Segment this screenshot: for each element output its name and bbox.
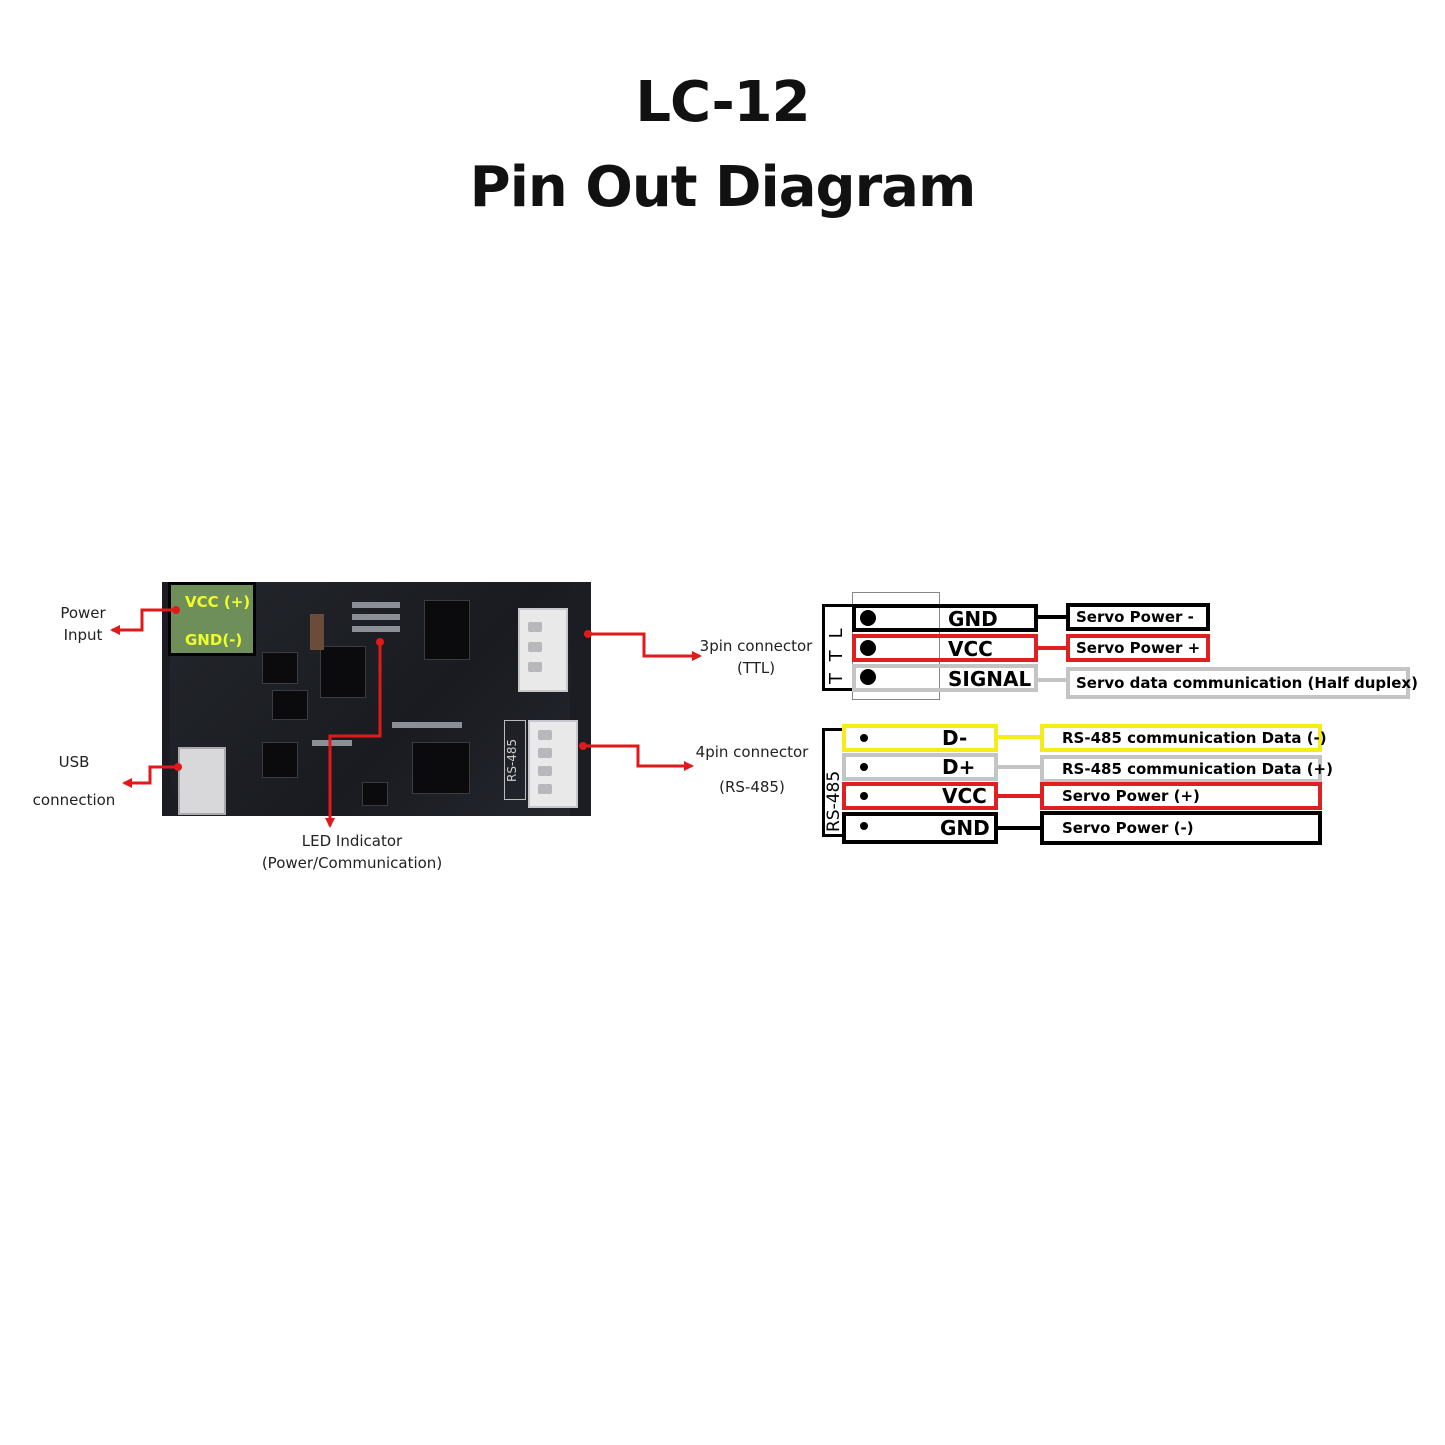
rs485-desc-vcc: Servo Power (+) (1040, 782, 1322, 810)
header-pins (312, 740, 352, 746)
ttl-arrow (588, 632, 702, 661)
small-chip (362, 782, 388, 806)
regulator (262, 652, 298, 684)
usb-arrow (122, 765, 178, 788)
rs485-arrow (583, 744, 694, 771)
pcb-board-photo: VCC (+) GND(-) RS-485 (162, 582, 591, 816)
led-arrow (325, 642, 382, 828)
led-indicator-label-line1: LED Indicator (301, 832, 403, 850)
led-indicator-label-line2: (Power/Communication) (261, 854, 443, 872)
ttl-desc-signal: Servo data communication (Half duplex) (1066, 667, 1418, 699)
pin4-connector-label-line1: 4pin connector (695, 743, 809, 761)
crystal (262, 742, 298, 778)
power-input-label: Power Input (52, 602, 114, 646)
usb-label-line2: connection (32, 791, 116, 809)
ttl-connector (518, 608, 568, 692)
pin3-connector-label: 3pin connector (TTL) (696, 635, 816, 679)
led-pads-3 (352, 626, 400, 632)
component-pad (310, 614, 324, 650)
title-line-2: Pin Out Diagram (469, 155, 977, 220)
resistor-array (392, 722, 462, 728)
ic-chip (424, 600, 470, 660)
usb-port (178, 747, 226, 815)
ic-chip-2 (412, 742, 470, 794)
title-line-1: LC-12 (635, 70, 810, 135)
led-pads-2 (352, 614, 400, 620)
led-indicator-label: LED Indicator (Power/Communication) (252, 830, 452, 874)
vcc-terminal-label: VCC (+) (185, 593, 251, 611)
rs485-desc-gnd: Servo Power (-) (1040, 811, 1322, 845)
gnd-terminal-label: GND(-) (185, 631, 243, 649)
led-pads-1 (352, 602, 400, 608)
rs485-connector (528, 720, 578, 808)
ttl-desc-vcc: Servo Power + (1066, 634, 1210, 662)
pin3-connector-label-line1: 3pin connector (699, 637, 813, 655)
power-input-label-line1: Power (60, 604, 106, 622)
usb-label-line1: USB (58, 753, 90, 771)
inductor (320, 646, 366, 698)
rs485-desc-dminus: RS-485 communication Data (-) (1040, 724, 1327, 752)
pin4-connector-label-line2: (RS-485) (719, 778, 785, 796)
power-input-arrow (110, 608, 176, 635)
power-terminal: VCC (+) GND(-) (168, 582, 256, 656)
rs485-pin-gnd: GND (842, 812, 998, 844)
ttl-desc-gnd: Servo Power - (1066, 603, 1210, 631)
capacitor (272, 690, 308, 720)
rs485-desc-dplus: RS-485 communication Data (+) (1040, 755, 1333, 783)
power-input-label-line2: Input (63, 626, 103, 644)
pin3-connector-label-line2: (TTL) (736, 659, 776, 677)
